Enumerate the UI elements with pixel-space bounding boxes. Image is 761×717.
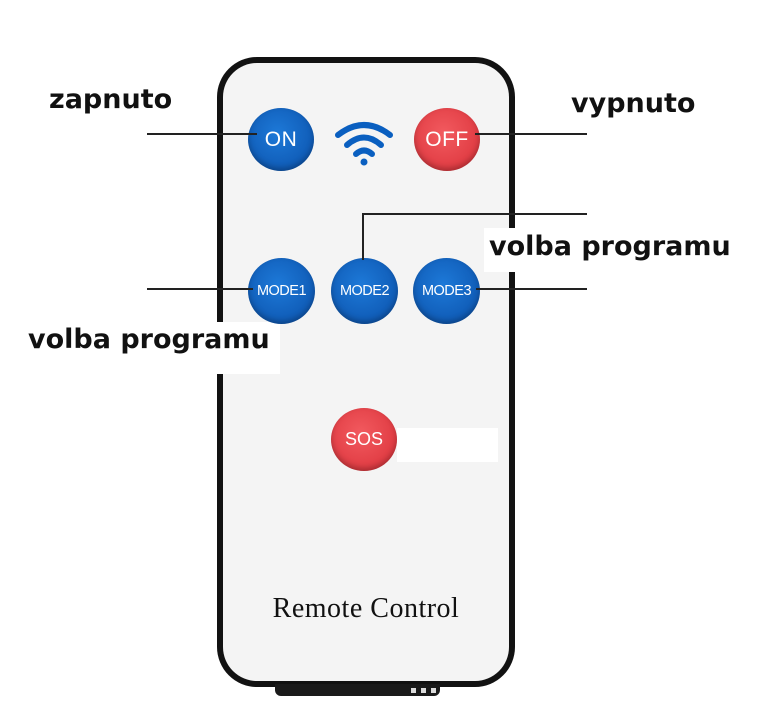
callout-line-mode2-vertical xyxy=(362,213,364,260)
remote-bottom-edge xyxy=(275,684,440,696)
mode2-button-label: MODE2 xyxy=(339,283,390,299)
callout-line-mode2-horizontal xyxy=(362,213,587,215)
callout-line-off xyxy=(475,133,587,135)
callout-line-mode3 xyxy=(476,288,587,290)
remote-notch xyxy=(431,688,436,693)
remote-notch xyxy=(421,688,426,693)
callout-mode-right-label: volba programu xyxy=(489,231,731,262)
off-button-label: OFF xyxy=(425,127,469,151)
sos-button-label: SOS xyxy=(344,429,383,449)
callout-line-mode1 xyxy=(147,288,253,290)
mode1-button-label: MODE1 xyxy=(256,283,307,299)
callout-off-label: vypnuto xyxy=(571,88,696,119)
label-background-left xyxy=(14,322,280,374)
on-button[interactable]: ON xyxy=(248,108,314,171)
on-button-label: ON xyxy=(264,127,298,151)
callout-on-label: zapnuto xyxy=(49,84,173,115)
sos-button[interactable]: SOS xyxy=(331,408,397,471)
mode1-button[interactable]: MODE1 xyxy=(248,258,315,324)
label-background-right xyxy=(484,228,742,272)
remote-notch xyxy=(411,688,416,693)
callout-line-on xyxy=(147,133,257,135)
off-button[interactable]: OFF xyxy=(414,108,480,171)
wifi-icon xyxy=(335,122,393,166)
callout-mode-left-label: volba programu xyxy=(28,324,270,355)
mode3-button[interactable]: MODE3 xyxy=(413,258,480,324)
mode2-button[interactable]: MODE2 xyxy=(331,258,398,324)
cover-patch xyxy=(397,428,498,462)
mode3-button-label: MODE3 xyxy=(421,283,472,299)
remote-caption: Remote Control xyxy=(272,593,460,624)
